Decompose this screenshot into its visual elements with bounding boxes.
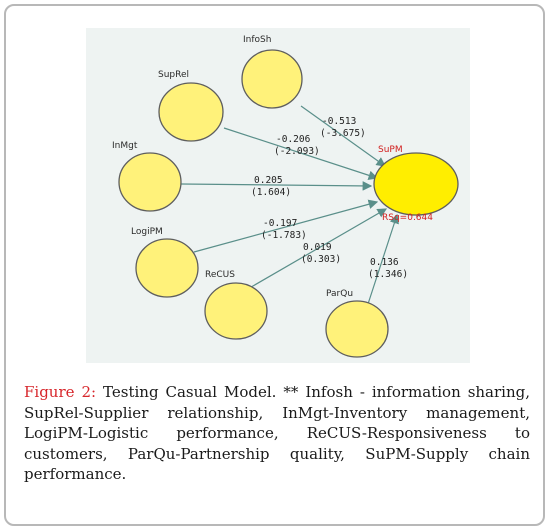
label-infosh: InfoSh	[243, 35, 271, 45]
path-model-svg: InfoSh SupRel InMgt LogiPM ReCUS ParQu S…	[112, 35, 459, 358]
figure-frame: InfoSh SupRel InMgt LogiPM ReCUS ParQu S…	[4, 4, 545, 526]
tstat-parqu: (1.346)	[368, 269, 408, 280]
figure-caption: Figure 2: Testing Casual Model. ** Infos…	[24, 382, 530, 485]
node-parqu	[325, 300, 389, 358]
tstat-suprel: (-2.093)	[274, 146, 320, 157]
tstat-inmgt: (1.604)	[251, 187, 291, 198]
label-recus: ReCUS	[205, 270, 235, 280]
label-suprel: SupRel	[158, 70, 189, 80]
label-logipm: LogiPM	[131, 227, 163, 237]
tstat-logipm: (-1.783)	[261, 230, 307, 241]
node-recus	[204, 282, 268, 340]
label-inmgt: InMgt	[112, 141, 138, 151]
node-suprel	[158, 82, 224, 142]
coef-inmgt: 0.205	[254, 175, 283, 186]
node-logipm	[135, 238, 199, 298]
node-supm	[373, 152, 459, 216]
arrow-logipm-supm	[193, 199, 379, 253]
node-infosh	[241, 49, 303, 109]
label-parqu: ParQu	[326, 289, 353, 299]
coef-recus: 0.019	[303, 242, 332, 253]
label-supm: SuPM	[378, 145, 403, 155]
arrow-inmgt-supm	[180, 181, 373, 191]
arrow-infosh-supm	[300, 105, 386, 167]
arrow-recus-supm	[245, 208, 388, 291]
coef-parqu: 0.136	[370, 257, 399, 268]
coef-logipm: -0.197	[263, 218, 297, 229]
figure-label: Figure 2:	[24, 383, 97, 401]
tstat-recus: (0.303)	[301, 254, 341, 265]
figure-caption-text: Testing Casual Model. ** Infosh - inform…	[24, 383, 530, 483]
label-rsq: RSq=0.644	[382, 213, 433, 223]
arrow-suprel-supm	[223, 127, 379, 180]
coef-infosh: -0.513	[322, 116, 356, 127]
tstat-infosh: (-3.675)	[320, 128, 366, 139]
coef-suprel: -0.206	[276, 134, 311, 145]
node-inmgt	[118, 152, 182, 212]
arrow-parqu-supm	[367, 213, 399, 305]
path-model-diagram: InfoSh SupRel InMgt LogiPM ReCUS ParQu S…	[86, 28, 470, 363]
